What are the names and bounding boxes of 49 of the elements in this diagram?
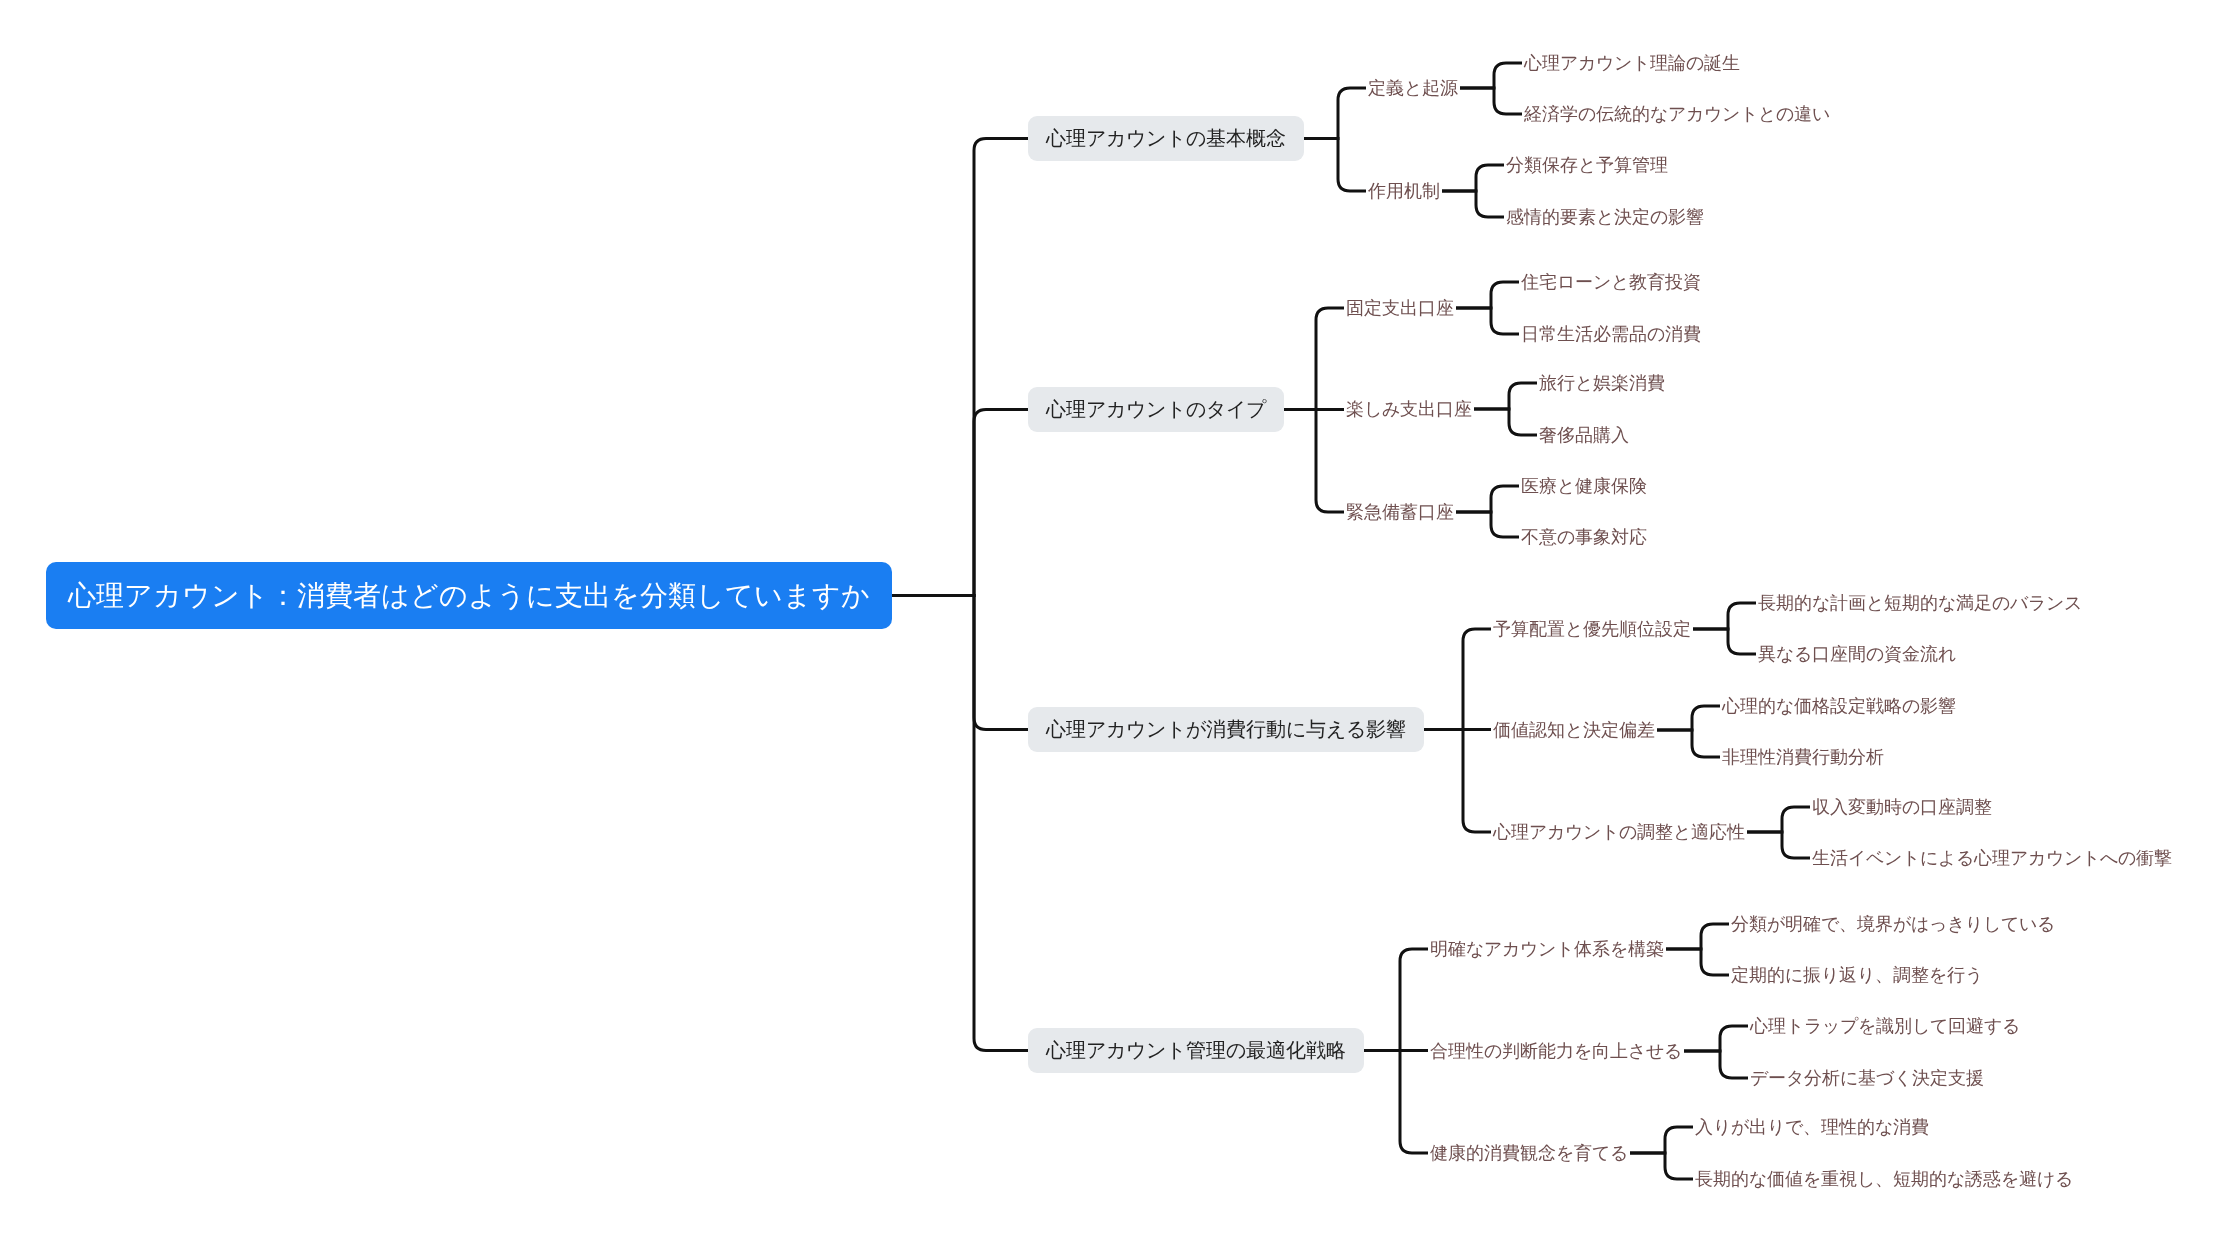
- connector: [1456, 306, 1519, 336]
- subtopic-text: 固定支出口座: [1344, 292, 1457, 323]
- subtopic-text: 分類保存と予算管理: [1503, 150, 1670, 181]
- subtopic-text: 分類が明確で、境界がはっきりしている: [1729, 908, 2057, 939]
- subtopic-text: 医療と健康保険: [1519, 471, 1650, 502]
- subtopic-text: 心理的な価格設定戦略の影響: [1720, 690, 1959, 721]
- root-topic-box: 心理アカウント：消費者はどのように支出を分類していますか: [45, 562, 892, 630]
- connector: [1747, 830, 1810, 860]
- subtopic-text: 楽しみ支出口座: [1344, 394, 1475, 425]
- topic-box: 心理アカウントのタイプ: [1027, 386, 1284, 432]
- subtopic-text: 感情的要素と決定の影響: [1503, 201, 1706, 232]
- subtopic-text: 経済学の伝統的なアカウントとの違い: [1522, 99, 1833, 129]
- subtopic-text: 定期的に振り返り、調整を行う: [1729, 959, 1985, 990]
- subtopic-text: 心理トラップを識別して回避する: [1747, 1011, 2022, 1042]
- subtopic-text: 非理性消費行動分析: [1720, 741, 1887, 772]
- subtopic-text: 生活イベントによる心理アカウントへの衝撃: [1810, 843, 2175, 874]
- connector: [1474, 407, 1537, 437]
- topic-box: 心理アカウント管理の最適化戦略: [1027, 1028, 1364, 1073]
- subtopic-text: 緊急備蓄口座: [1344, 496, 1457, 527]
- subtopic-text: 旅行と娯楽消費: [1536, 368, 1667, 399]
- subtopic-text: 異なる口座間の資金流れ: [1756, 639, 1959, 670]
- connector: [1456, 510, 1519, 539]
- subtopic-text: 心理アカウント理論の誕生: [1522, 47, 1743, 78]
- subtopic-text: 奢侈品購入: [1536, 419, 1631, 450]
- connector: [1442, 189, 1504, 219]
- subtopic-text: 予算配置と優先順位設定: [1490, 613, 1693, 644]
- subtopic-text: 作用机制: [1365, 176, 1442, 206]
- connector: [1460, 86, 1522, 116]
- subtopic-text: 住宅ローンと教育投資: [1519, 267, 1704, 298]
- subtopic-text: 明確なアカウント体系を構築: [1428, 934, 1667, 965]
- subtopic-text: 不意の事象対応: [1519, 522, 1650, 553]
- topic-box: 心理アカウントが消費行動に与える影響: [1027, 707, 1424, 753]
- subtopic-text: 入りが出りで、理性的な消費: [1693, 1112, 1932, 1143]
- connector: [1630, 1151, 1693, 1181]
- connector: [1666, 947, 1729, 977]
- subtopic-text: 合理性の判断能力を向上させる: [1428, 1035, 1685, 1066]
- subtopic-text: データ分析に基づく決定支援: [1747, 1062, 1986, 1093]
- subtopic-text: 心理アカウントの調整と適応性: [1490, 817, 1747, 848]
- connector: [1684, 1049, 1748, 1080]
- subtopic-text: 収入変動時の口座調整: [1810, 791, 1995, 822]
- connector: [1693, 627, 1756, 656]
- subtopic-text: 定義と起源: [1365, 73, 1460, 104]
- subtopic-text: 価値認知と決定偏差: [1490, 714, 1657, 745]
- subtopic-text: 健康的消費観念を育てる: [1428, 1138, 1631, 1169]
- subtopic-text: 日常生活必需品の消費: [1519, 318, 1704, 349]
- subtopic-text: 長期的な価値を重視し、短期的な誘惑を避ける: [1693, 1163, 2076, 1194]
- connector: [1657, 728, 1720, 759]
- subtopic-text: 長期的な計画と短期的な満足のバランス: [1756, 587, 2085, 618]
- topic-box: 心理アカウントの基本概念: [1027, 115, 1304, 161]
